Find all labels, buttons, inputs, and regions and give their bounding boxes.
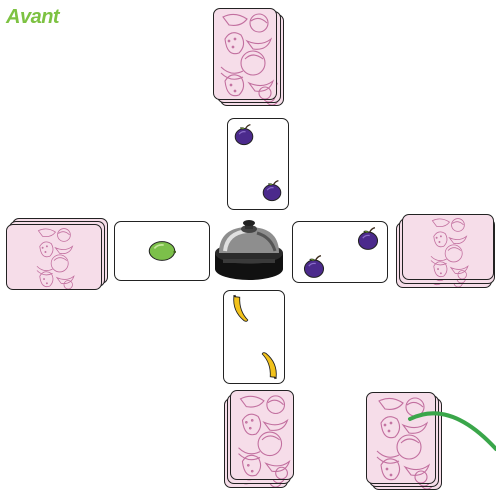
card-back bbox=[402, 214, 494, 280]
banana-icon bbox=[260, 349, 282, 381]
card-back bbox=[230, 390, 294, 480]
plum-icon bbox=[232, 123, 256, 147]
face-card-top-plum[interactable] bbox=[227, 118, 289, 210]
page-title: Avant bbox=[6, 6, 59, 29]
plum-icon bbox=[260, 179, 284, 203]
face-card-bottom-banana[interactable] bbox=[223, 290, 285, 384]
banana-icon bbox=[228, 293, 250, 325]
face-card-right-plum[interactable] bbox=[292, 221, 388, 283]
lime-icon bbox=[145, 238, 179, 264]
plum-icon bbox=[355, 226, 381, 252]
arrow-icon bbox=[400, 395, 496, 491]
bell-icon[interactable] bbox=[213, 219, 285, 283]
face-card-left-lime[interactable] bbox=[114, 221, 210, 281]
card-back bbox=[213, 8, 277, 100]
plum-icon bbox=[301, 254, 327, 280]
card-back bbox=[6, 224, 102, 290]
